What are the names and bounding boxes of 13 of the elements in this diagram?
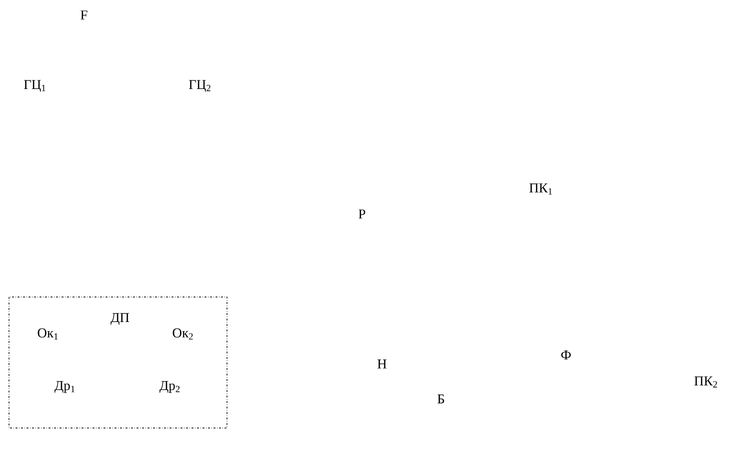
symbol-label: ГЦ$_{2}$ [189,80,210,92]
symbol-label: Ф [561,350,571,360]
symbol-label: ПК$_{1}$ [529,183,552,194]
symbol-label: ПК$_{2}$ [694,376,717,388]
symbol-label: ГЦ$_{1}$ [24,80,46,92]
symbol-label: Др$_{2}$ [160,381,180,393]
symbol-label: Ок$_{2}$ [172,328,193,340]
symbol-label: Др$_{1}$ [54,381,75,393]
symbol-label: F [80,10,88,20]
symbol-label: Ок$_{1}$ [38,328,58,340]
symbol-label: Б [438,394,444,404]
symbol-label: Р [358,210,366,218]
symbol-label: Н [378,360,386,368]
